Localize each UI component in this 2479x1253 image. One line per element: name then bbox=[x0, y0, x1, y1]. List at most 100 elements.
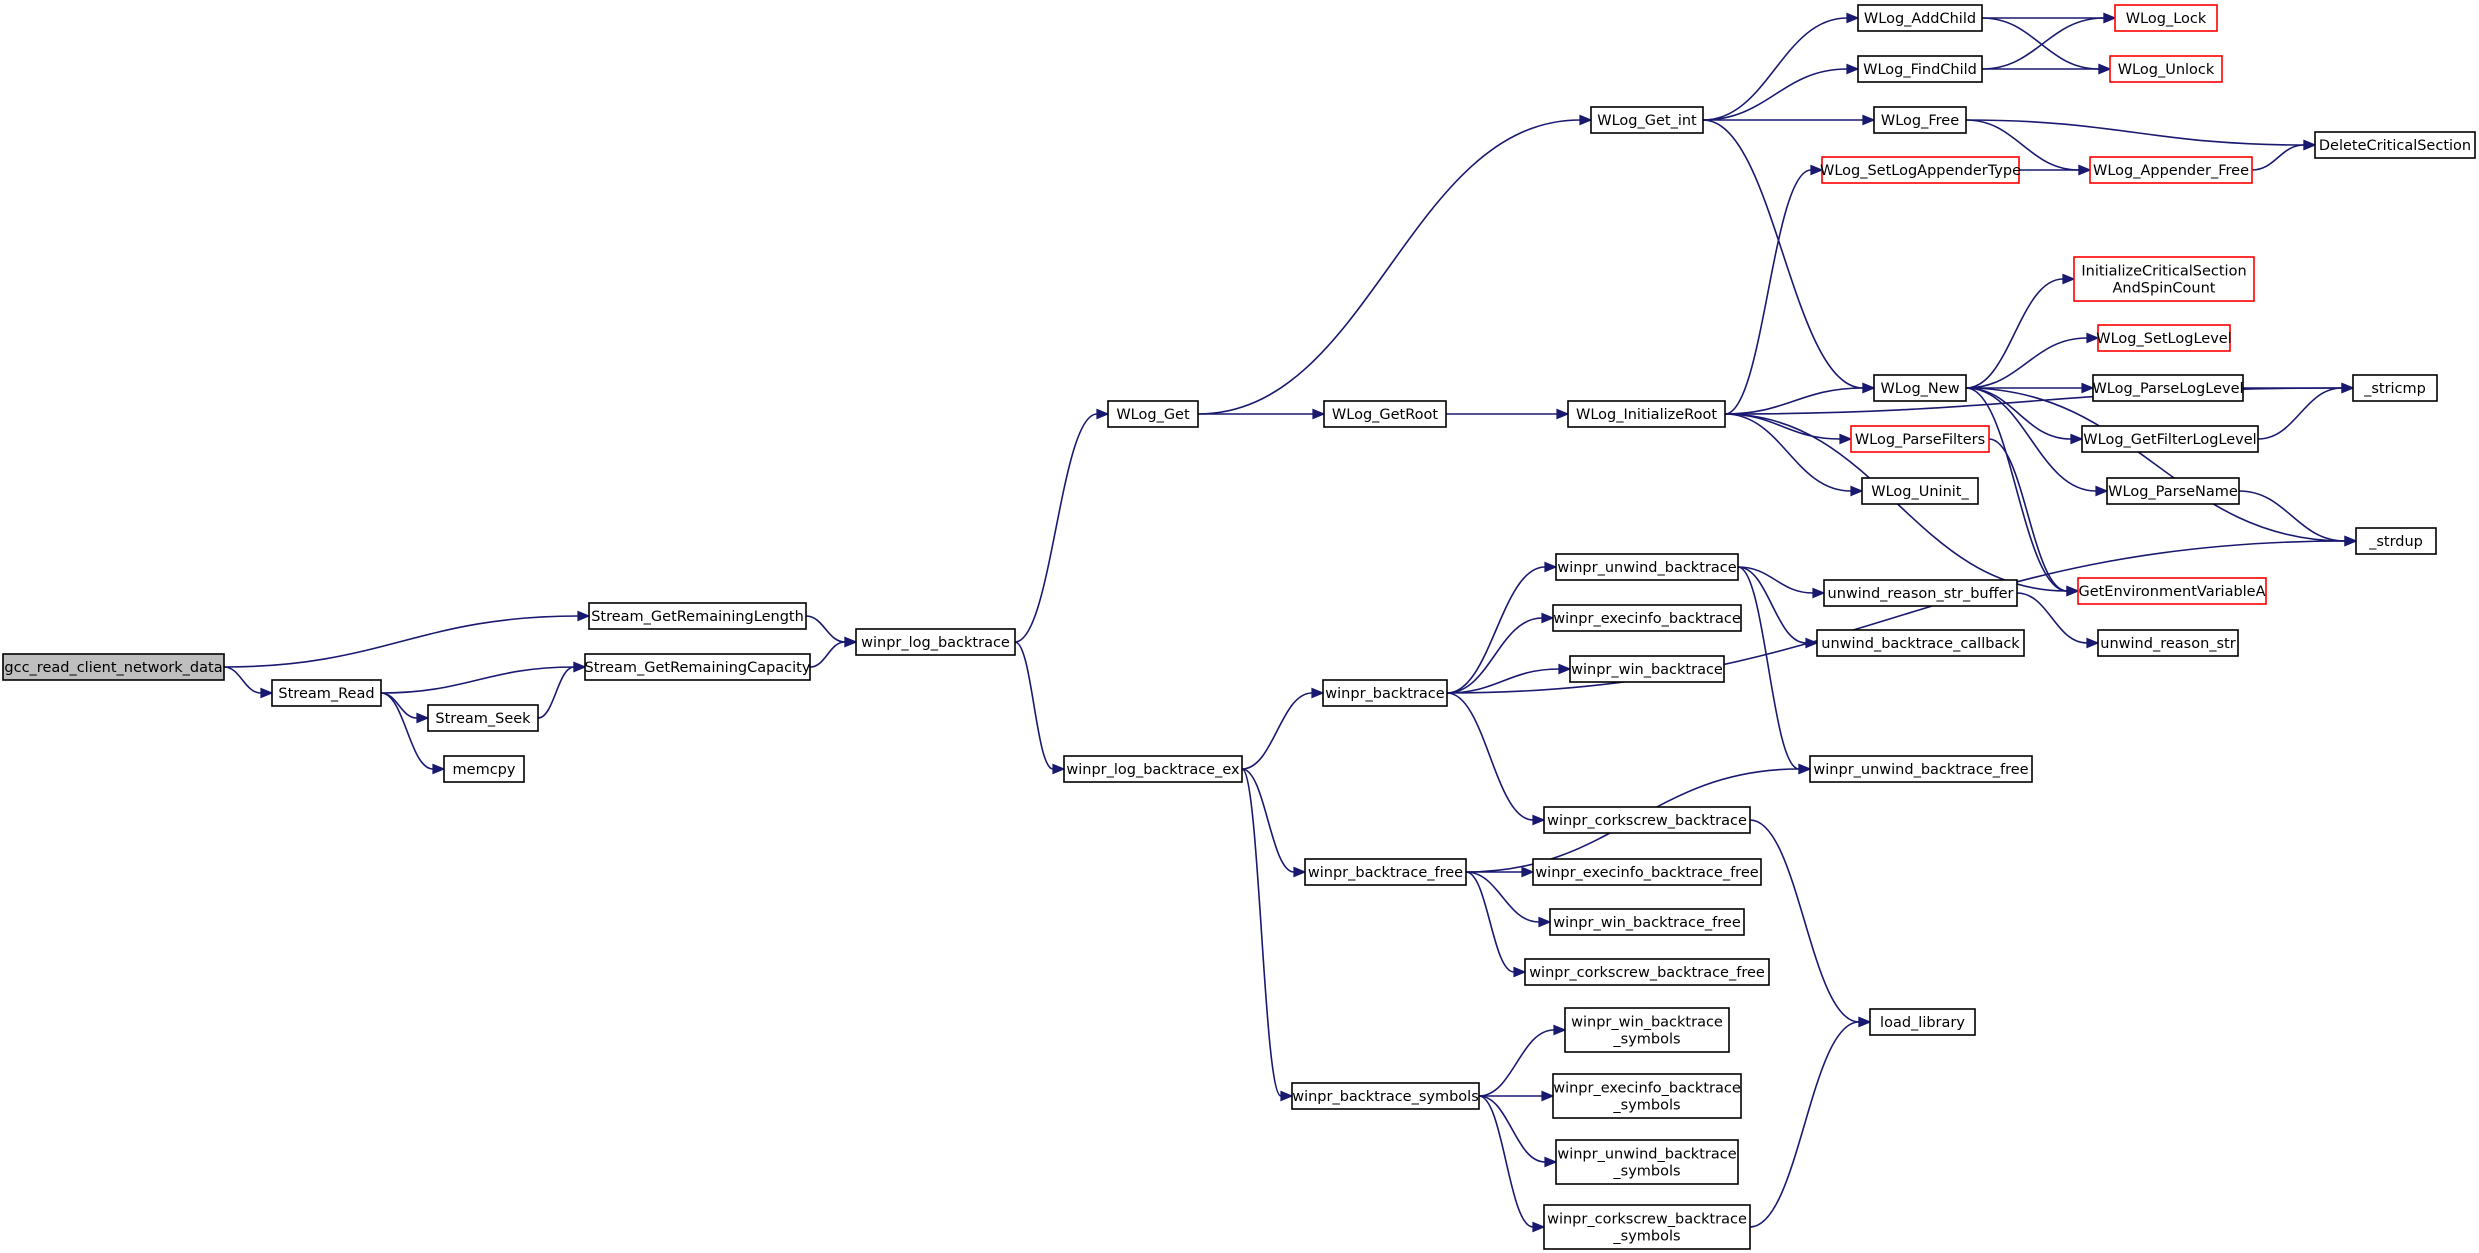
node-wlog-free[interactable]: WLog_Free bbox=[1873, 106, 1967, 134]
node-box bbox=[1063, 755, 1243, 783]
node-label: WLog_Get_int bbox=[1597, 113, 1697, 129]
edge-winpr-unwind-backtrace-to-winpr-unwind-backtrace-free bbox=[1737, 566, 1812, 775]
node-unwind-reason-str[interactable]: unwind_reason_str bbox=[2097, 629, 2239, 657]
node-stream-getremainingcapacity[interactable]: Stream_GetRemainingCapacity bbox=[584, 653, 811, 681]
edge-line bbox=[1446, 540, 2346, 694]
node-wlog-setlogappendertype[interactable]: WLog_SetLogAppenderType bbox=[1820, 156, 2021, 184]
node-winpr-log-backtrace[interactable]: winpr_log_backtrace bbox=[855, 628, 1016, 656]
edge-arrowhead bbox=[2341, 382, 2355, 394]
node-gcc-read-client-network-data[interactable]: gcc_read_client_network_data bbox=[2, 653, 225, 681]
node-wlog-parsename[interactable]: WLog_ParseName bbox=[2106, 477, 2240, 505]
edge-line bbox=[223, 666, 262, 694]
node-wlog-uninit[interactable]: WLog_Uninit_ bbox=[1861, 477, 1979, 505]
edge-line bbox=[1702, 68, 1848, 121]
edge-winpr-unwind-backtrace-to-unwind-reason-str-buffer bbox=[1737, 566, 1826, 599]
edge-arrowhead bbox=[1846, 12, 1860, 24]
node-label: _strdup bbox=[2368, 534, 2423, 550]
edge-line bbox=[380, 692, 434, 770]
edge-wlog-get-int-to-wlog-free bbox=[1703, 114, 1876, 126]
node-wlog-getfilterloglevel[interactable]: WLog_GetFilterLogLevel bbox=[2081, 425, 2259, 453]
node-strdup[interactable]: _strdup bbox=[2355, 527, 2437, 555]
edge-wlog-setlogappendertype-to-wlog-appender-free bbox=[2019, 164, 2092, 176]
node-label: winpr_backtrace_free bbox=[1308, 865, 1463, 881]
node-label: winpr_corkscrew_backtrace bbox=[1547, 1212, 1747, 1228]
edge-wlog-findchild-to-wlog-unlock bbox=[1982, 63, 2112, 75]
node-winpr-win-backtrace-free[interactable]: winpr_win_backtrace_free bbox=[1549, 908, 1745, 936]
node-winpr-win-backtrace[interactable]: winpr_win_backtrace bbox=[1569, 655, 1725, 683]
edge-arrowhead bbox=[1839, 433, 1853, 445]
node-winpr-execinfo-backtrace-free[interactable]: winpr_execinfo_backtrace_free bbox=[1532, 858, 1762, 886]
node-box bbox=[2073, 256, 2255, 302]
node-wlog-get-int[interactable]: WLog_Get_int bbox=[1590, 106, 1704, 134]
edge-line bbox=[1446, 617, 1543, 694]
node-winpr-corkscrew-backtrace[interactable]: winpr_corkscrew_backtrace bbox=[1543, 806, 1751, 834]
node-winpr-backtrace[interactable]: winpr_backtrace bbox=[1322, 679, 1448, 707]
edge-stream-read-to-stream-getremainingcapacity bbox=[380, 661, 587, 694]
node-box bbox=[1861, 477, 1979, 505]
node-box bbox=[2081, 425, 2259, 453]
node-box bbox=[1567, 400, 1726, 428]
node-wlog-addchild[interactable]: WLog_AddChild bbox=[1857, 4, 1983, 32]
node-deletecriticalsection[interactable]: DeleteCriticalSection bbox=[2314, 131, 2476, 159]
node-unwind-backtrace-callback[interactable]: unwind_backtrace_callback bbox=[1816, 629, 2025, 657]
node-stricmp[interactable]: _stricmp bbox=[2352, 374, 2438, 402]
node-stream-read[interactable]: Stream_Read bbox=[271, 679, 382, 707]
node-wlog-new[interactable]: WLog_New bbox=[1873, 374, 1967, 402]
edge-arrowhead bbox=[1532, 814, 1546, 826]
node-box bbox=[1543, 1204, 1751, 1250]
node-box bbox=[271, 679, 382, 707]
node-winpr-unwind-backtrace-free[interactable]: winpr_unwind_backtrace_free bbox=[1809, 755, 2033, 783]
node-label: _symbols bbox=[1612, 1229, 1680, 1245]
node-box bbox=[1532, 858, 1762, 886]
node-box bbox=[1107, 400, 1199, 428]
edge-arrowhead bbox=[1805, 637, 1819, 649]
node-memcpy[interactable]: memcpy bbox=[443, 755, 525, 783]
node-box bbox=[1543, 806, 1751, 834]
node-winpr-unwind-backtrace-symbols[interactable]: winpr_unwind_backtrace_symbols bbox=[1555, 1139, 1739, 1185]
node-wlog-initializeroot[interactable]: WLog_InitializeRoot bbox=[1567, 400, 1726, 428]
node-load-library[interactable]: load_library bbox=[1869, 1008, 1976, 1036]
edge-winpr-backtrace-symbols-to-winpr-win-backtrace-symbols bbox=[1478, 1024, 1567, 1097]
edge-winpr-backtrace-free-to-winpr-win-backtrace-free bbox=[1465, 871, 1552, 928]
node-box bbox=[2, 653, 225, 681]
node-label: WLog_FindChild bbox=[1863, 62, 1977, 78]
edge-line bbox=[2238, 490, 2346, 542]
edge-winpr-backtrace-free-to-winpr-execinfo-backtrace-free bbox=[1466, 866, 1535, 878]
node-winpr-execinfo-backtrace-symbols[interactable]: winpr_execinfo_backtrace_symbols bbox=[1552, 1073, 1742, 1119]
node-label: WLog_ParseFilters bbox=[1855, 432, 1985, 448]
node-winpr-backtrace-symbols[interactable]: winpr_backtrace_symbols bbox=[1291, 1082, 1480, 1110]
node-winpr-unwind-backtrace[interactable]: winpr_unwind_backtrace bbox=[1555, 553, 1739, 581]
node-stream-getremaininglength[interactable]: Stream_GetRemainingLength bbox=[588, 602, 807, 630]
node-box bbox=[1555, 553, 1739, 581]
node-wlog-setloglevel[interactable]: WLog_SetLogLevel bbox=[2096, 324, 2232, 352]
node-wlog-lock[interactable]: WLog_Lock bbox=[2114, 4, 2218, 32]
edge-wlog-new-to-wlog-parsename bbox=[1965, 387, 2109, 497]
node-label: winpr_unwind_backtrace bbox=[1557, 1147, 1736, 1163]
node-wlog-parseloglevel[interactable]: WLog_ParseLogLevel bbox=[2092, 374, 2244, 402]
edge-line bbox=[1702, 119, 1864, 389]
node-winpr-corkscrew-backtrace-symbols[interactable]: winpr_corkscrew_backtrace_symbols bbox=[1543, 1204, 1751, 1250]
edge-line bbox=[1197, 119, 1581, 415]
node-winpr-log-backtrace-ex[interactable]: winpr_log_backtrace_ex bbox=[1063, 755, 1243, 783]
node-wlog-unlock[interactable]: WLog_Unlock bbox=[2109, 55, 2223, 83]
node-box bbox=[1823, 579, 2018, 607]
node-wlog-findchild[interactable]: WLog_FindChild bbox=[1857, 55, 1983, 83]
edge-line bbox=[223, 615, 579, 668]
node-wlog-getroot[interactable]: WLog_GetRoot bbox=[1323, 400, 1447, 428]
node-wlog-get[interactable]: WLog_Get bbox=[1107, 400, 1199, 428]
edge-arrowhead bbox=[1798, 763, 1812, 775]
node-winpr-execinfo-backtrace[interactable]: winpr_execinfo_backtrace bbox=[1552, 604, 1742, 632]
node-stream-seek[interactable]: Stream_Seek bbox=[427, 704, 539, 732]
edge-arrowhead bbox=[1579, 114, 1593, 126]
node-winpr-backtrace-free[interactable]: winpr_backtrace_free bbox=[1304, 858, 1467, 886]
node-unwind-reason-str-buffer[interactable]: unwind_reason_str_buffer bbox=[1823, 579, 2018, 607]
edge-line bbox=[2016, 592, 2088, 644]
node-winpr-corkscrew-backtrace-free[interactable]: winpr_corkscrew_backtrace_free bbox=[1524, 958, 1770, 986]
node-winpr-win-backtrace-symbols[interactable]: winpr_win_backtrace_symbols bbox=[1564, 1007, 1730, 1053]
node-wlog-parsefilters[interactable]: WLog_ParseFilters bbox=[1850, 425, 1990, 453]
node-label: winpr_log_backtrace_ex bbox=[1066, 762, 1240, 778]
node-wlog-appender-free[interactable]: WLog_Appender_Free bbox=[2089, 156, 2253, 184]
node-label: WLog_SetLogAppenderType bbox=[1820, 163, 2021, 179]
node-getenvironmentvariablea[interactable]: GetEnvironmentVariableA bbox=[2077, 577, 2267, 605]
